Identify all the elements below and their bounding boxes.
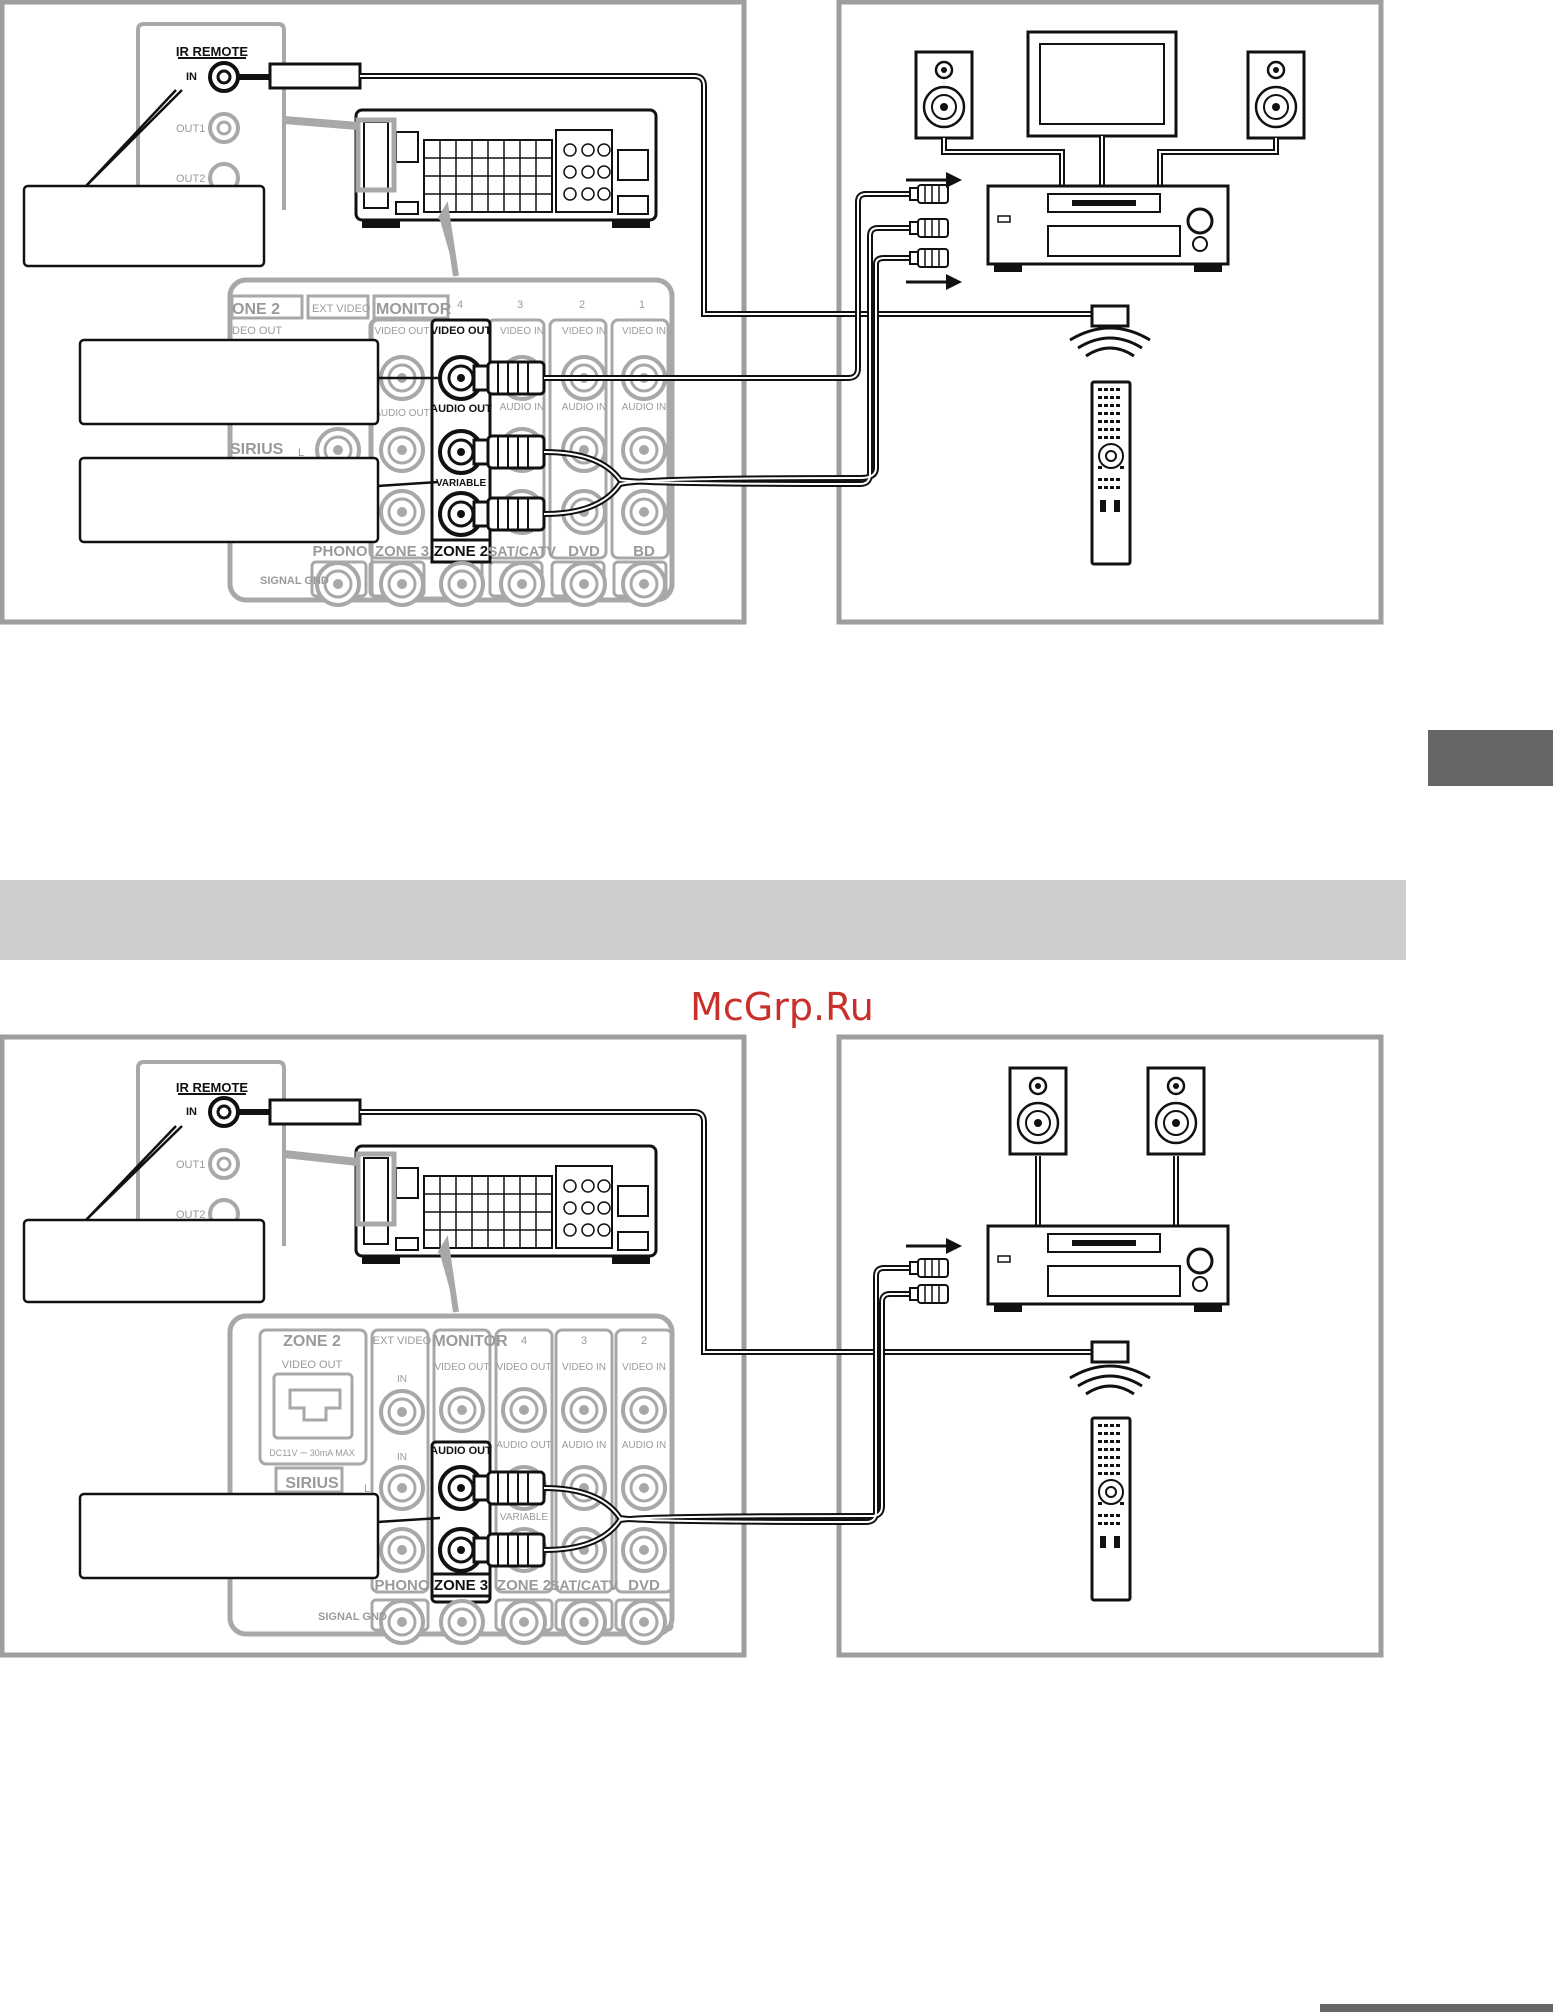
remote-control-icon [1090, 380, 1132, 566]
col-num-2: 2 [579, 299, 585, 311]
zone2-label: ONE 2 [232, 301, 280, 318]
monitor-audio-out-label: AUDIO OUT [374, 408, 430, 419]
ir-remote-title-b: IR REMOTE [176, 1080, 249, 1095]
receiver-rear-mini-b [354, 1144, 658, 1266]
zone3-label-b: ZONE 3 [434, 1577, 488, 1594]
col-num-3: 3 [517, 299, 523, 311]
sat-catv-label-b: SAT/CATV [550, 1577, 619, 1593]
ir-out1-label: OUT1 [176, 123, 205, 135]
ext-in-label: IN [397, 1374, 407, 1385]
zone2-audio-out-label: AUDIO OUT [430, 403, 492, 415]
receiver-rear-mini [354, 108, 658, 230]
col2-audio-in-b: AUDIO IN [622, 1440, 666, 1451]
ir-remote-panel-bottom: IR REMOTE IN OUT1 OUT2 [136, 1060, 286, 1246]
zone2-bottom-label-b: ZONE 2 [497, 1577, 551, 1594]
col-num-3-b: 3 [581, 1335, 587, 1347]
callout-box-audio [78, 456, 380, 544]
monitor-label: MONITOR [376, 301, 452, 318]
section-banner [0, 880, 1406, 960]
zone3-label: ZONE 3 [375, 543, 429, 560]
amplifier-icon [986, 184, 1230, 274]
col3-video-in: VIDEO IN [500, 326, 544, 337]
signal-gnd-label: SIGNAL GND [260, 575, 329, 587]
sat-catv-label: SAT/CATV [488, 543, 557, 559]
sirius-label-b: SIRIUS [285, 1475, 339, 1492]
phono-label: PHONO [312, 543, 367, 560]
callout-box-ir-b [22, 1218, 266, 1304]
signal-gnd-label-b: SIGNAL GND [318, 1611, 387, 1623]
dc-rating-label: DC11V ⎓ 30mA MAX [269, 1448, 355, 1458]
ir-remote-panel: IR REMOTE IN OUT1 OUT2 [136, 22, 286, 210]
speaker-right-icon [1246, 50, 1306, 140]
ext-video-label-b: EXT VIDEO [373, 1335, 432, 1347]
callout-box-video [78, 338, 380, 426]
tv-setup [904, 30, 1306, 566]
amp-setup-b [904, 1066, 1230, 1602]
remote-control-icon-b [1090, 1416, 1132, 1602]
side-tab [1428, 730, 1553, 786]
zone3-audio-out-label: AUDIO OUT [430, 1445, 492, 1457]
sirius-label: SIRIUS [230, 441, 284, 458]
speaker-left-icon [914, 50, 974, 140]
zone2-variable-label: VARIABLE [436, 478, 487, 489]
monitor-label-b: MONITOR [432, 1333, 508, 1350]
ir-out2-label: OUT2 [176, 173, 205, 185]
col3-video-in-b: VIDEO IN [562, 1362, 606, 1373]
col4-audio-out-b: AUDIO OUT [496, 1440, 552, 1451]
zone2-label-b: ZONE 2 [283, 1333, 341, 1350]
callout-box-audio-b [78, 1492, 380, 1580]
dvd-label: DVD [568, 543, 600, 560]
col-num-2-b: 2 [641, 1335, 647, 1347]
rear-panel-zoom-bottom: ZONE 2 EXT VIDEO MONITOR 4 3 2 VIDEO OUT… [227, 1313, 675, 1645]
zone2-bottom-label: ZONE 2 [434, 543, 488, 560]
zone2-video-out-b: VIDEO OUT [282, 1359, 343, 1371]
speaker-right-icon-b [1146, 1066, 1206, 1156]
col2-video-in: VIDEO IN [562, 326, 606, 337]
ir-out2-label-b: OUT2 [176, 1209, 205, 1221]
col2-video-in-b: VIDEO IN [622, 1362, 666, 1373]
in-label-2: IN [397, 1452, 407, 1463]
speaker-left-icon-b [1008, 1066, 1068, 1156]
l-mark: L [298, 447, 304, 459]
ext-video-label: EXT VIDEO [312, 303, 371, 315]
col-num-4: 4 [457, 299, 463, 311]
rear-panel-zoom-top: ONE 2 EXT VIDEO MONITOR 4 3 2 1 DEO OUT … [227, 277, 675, 607]
amplifier-icon-b [986, 1224, 1230, 1314]
dvd-label-b: DVD [628, 1577, 660, 1594]
ir-in-label-b: IN [186, 1106, 197, 1118]
ir-emitter-b [1090, 1340, 1130, 1364]
bd-label: BD [633, 543, 655, 560]
col3-audio-in-b: AUDIO IN [562, 1440, 606, 1451]
zone2-video-out-label: VIDEO OUT [431, 325, 492, 337]
phono-label-b: PHONO [374, 1577, 429, 1594]
col2-audio-in: AUDIO IN [562, 402, 606, 413]
video-out-cut-label: DEO OUT [232, 325, 282, 337]
l-mark-b: L [364, 1483, 370, 1495]
ir-emitter [1090, 304, 1130, 328]
variable-label-b: VARIABLE [500, 1512, 548, 1523]
monitor-video-out-b: VIDEO OUT [434, 1362, 489, 1373]
col-num-1: 1 [639, 299, 645, 311]
diagram-bottom: IR REMOTE IN OUT1 OUT2 [0, 1034, 1384, 1658]
col3-audio-in: AUDIO IN [500, 402, 544, 413]
col4-video-out-b: VIDEO OUT [496, 1362, 551, 1373]
col-num-4-b: 4 [521, 1335, 527, 1347]
col1-video-in: VIDEO IN [622, 326, 666, 337]
callout-box-ir [22, 184, 266, 268]
ir-in-label: IN [186, 71, 197, 83]
monitor-video-out-label: VIDEO OUT [374, 326, 429, 337]
footer-bar [1320, 2004, 1553, 2012]
ir-out1-label-b: OUT1 [176, 1159, 205, 1171]
col1-audio-in: AUDIO IN [622, 402, 666, 413]
diagram-top: IR REMOTE IN OUT1 OUT2 [0, 0, 1384, 625]
ir-remote-title: IR REMOTE [176, 44, 249, 59]
watermark: McGrp.Ru [690, 985, 874, 1029]
